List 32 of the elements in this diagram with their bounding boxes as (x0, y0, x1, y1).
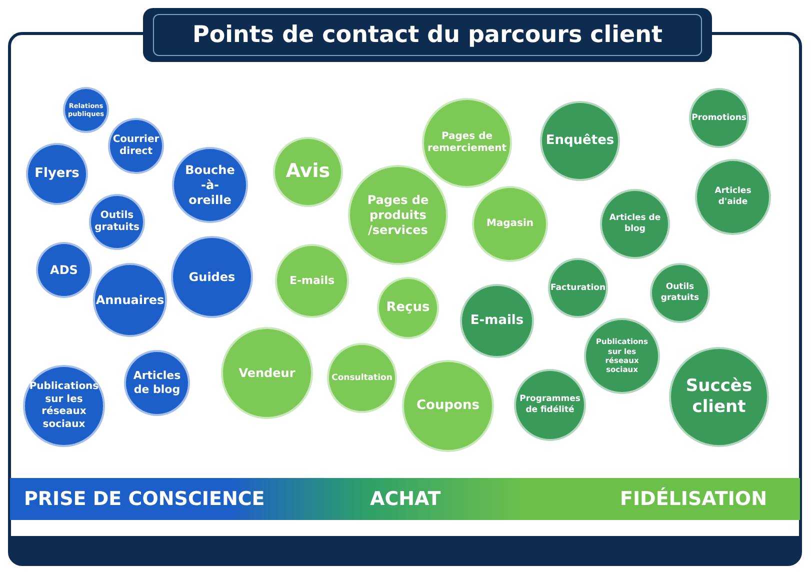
stage-label: PRISE DE CONSCIENCE (24, 487, 265, 512)
bubble-label: Promotions (690, 112, 748, 124)
bubble-label: Outils gratuits (660, 282, 700, 304)
bubble-label: Vendeur (238, 366, 296, 380)
bubble-label: Annuaires (94, 292, 166, 308)
bubble-label: Publications sur les réseaux sociaux (28, 381, 100, 431)
bubble-label: Articles de blog (608, 213, 662, 235)
bubble-label: E-mails (469, 312, 525, 330)
bubble-label: E-mails (288, 274, 336, 288)
bubble-label: Courrier direct (112, 134, 160, 158)
bubble-label: Programmes de fidélité (518, 394, 582, 416)
bubble-label: Pages de remerciement (426, 130, 508, 156)
bubble-label: Avis (284, 160, 332, 184)
bubble-label: Articles de blog (132, 369, 182, 397)
bubble-label: ADS (49, 262, 79, 278)
bubble-label: Pages de produits /services (366, 192, 430, 238)
diagram-title: Points de contact du parcours client (153, 14, 702, 56)
bubble-label: Enquêtes (544, 132, 616, 150)
stage-label: FIDÉLISATION (620, 486, 767, 512)
bubble-label: Guides (188, 270, 236, 284)
bubble-label: Consultation (330, 372, 394, 384)
bubble-label: Flyers (34, 166, 80, 182)
bubble-label: Magasin (485, 218, 535, 230)
touchpoint-bubble (63, 87, 109, 133)
bubble-label: Coupons (416, 398, 480, 414)
stage-label: ACHAT (370, 487, 441, 512)
bubble-label: Succès client (684, 376, 754, 418)
bubble-label: Reçus (385, 300, 431, 316)
bubble-label: Articles d'aide (714, 186, 752, 208)
bubble-label: Outils gratuits (94, 210, 140, 234)
bubble-label: Facturation (550, 282, 606, 294)
bubble-label: Bouche -à- oreille (184, 162, 236, 208)
